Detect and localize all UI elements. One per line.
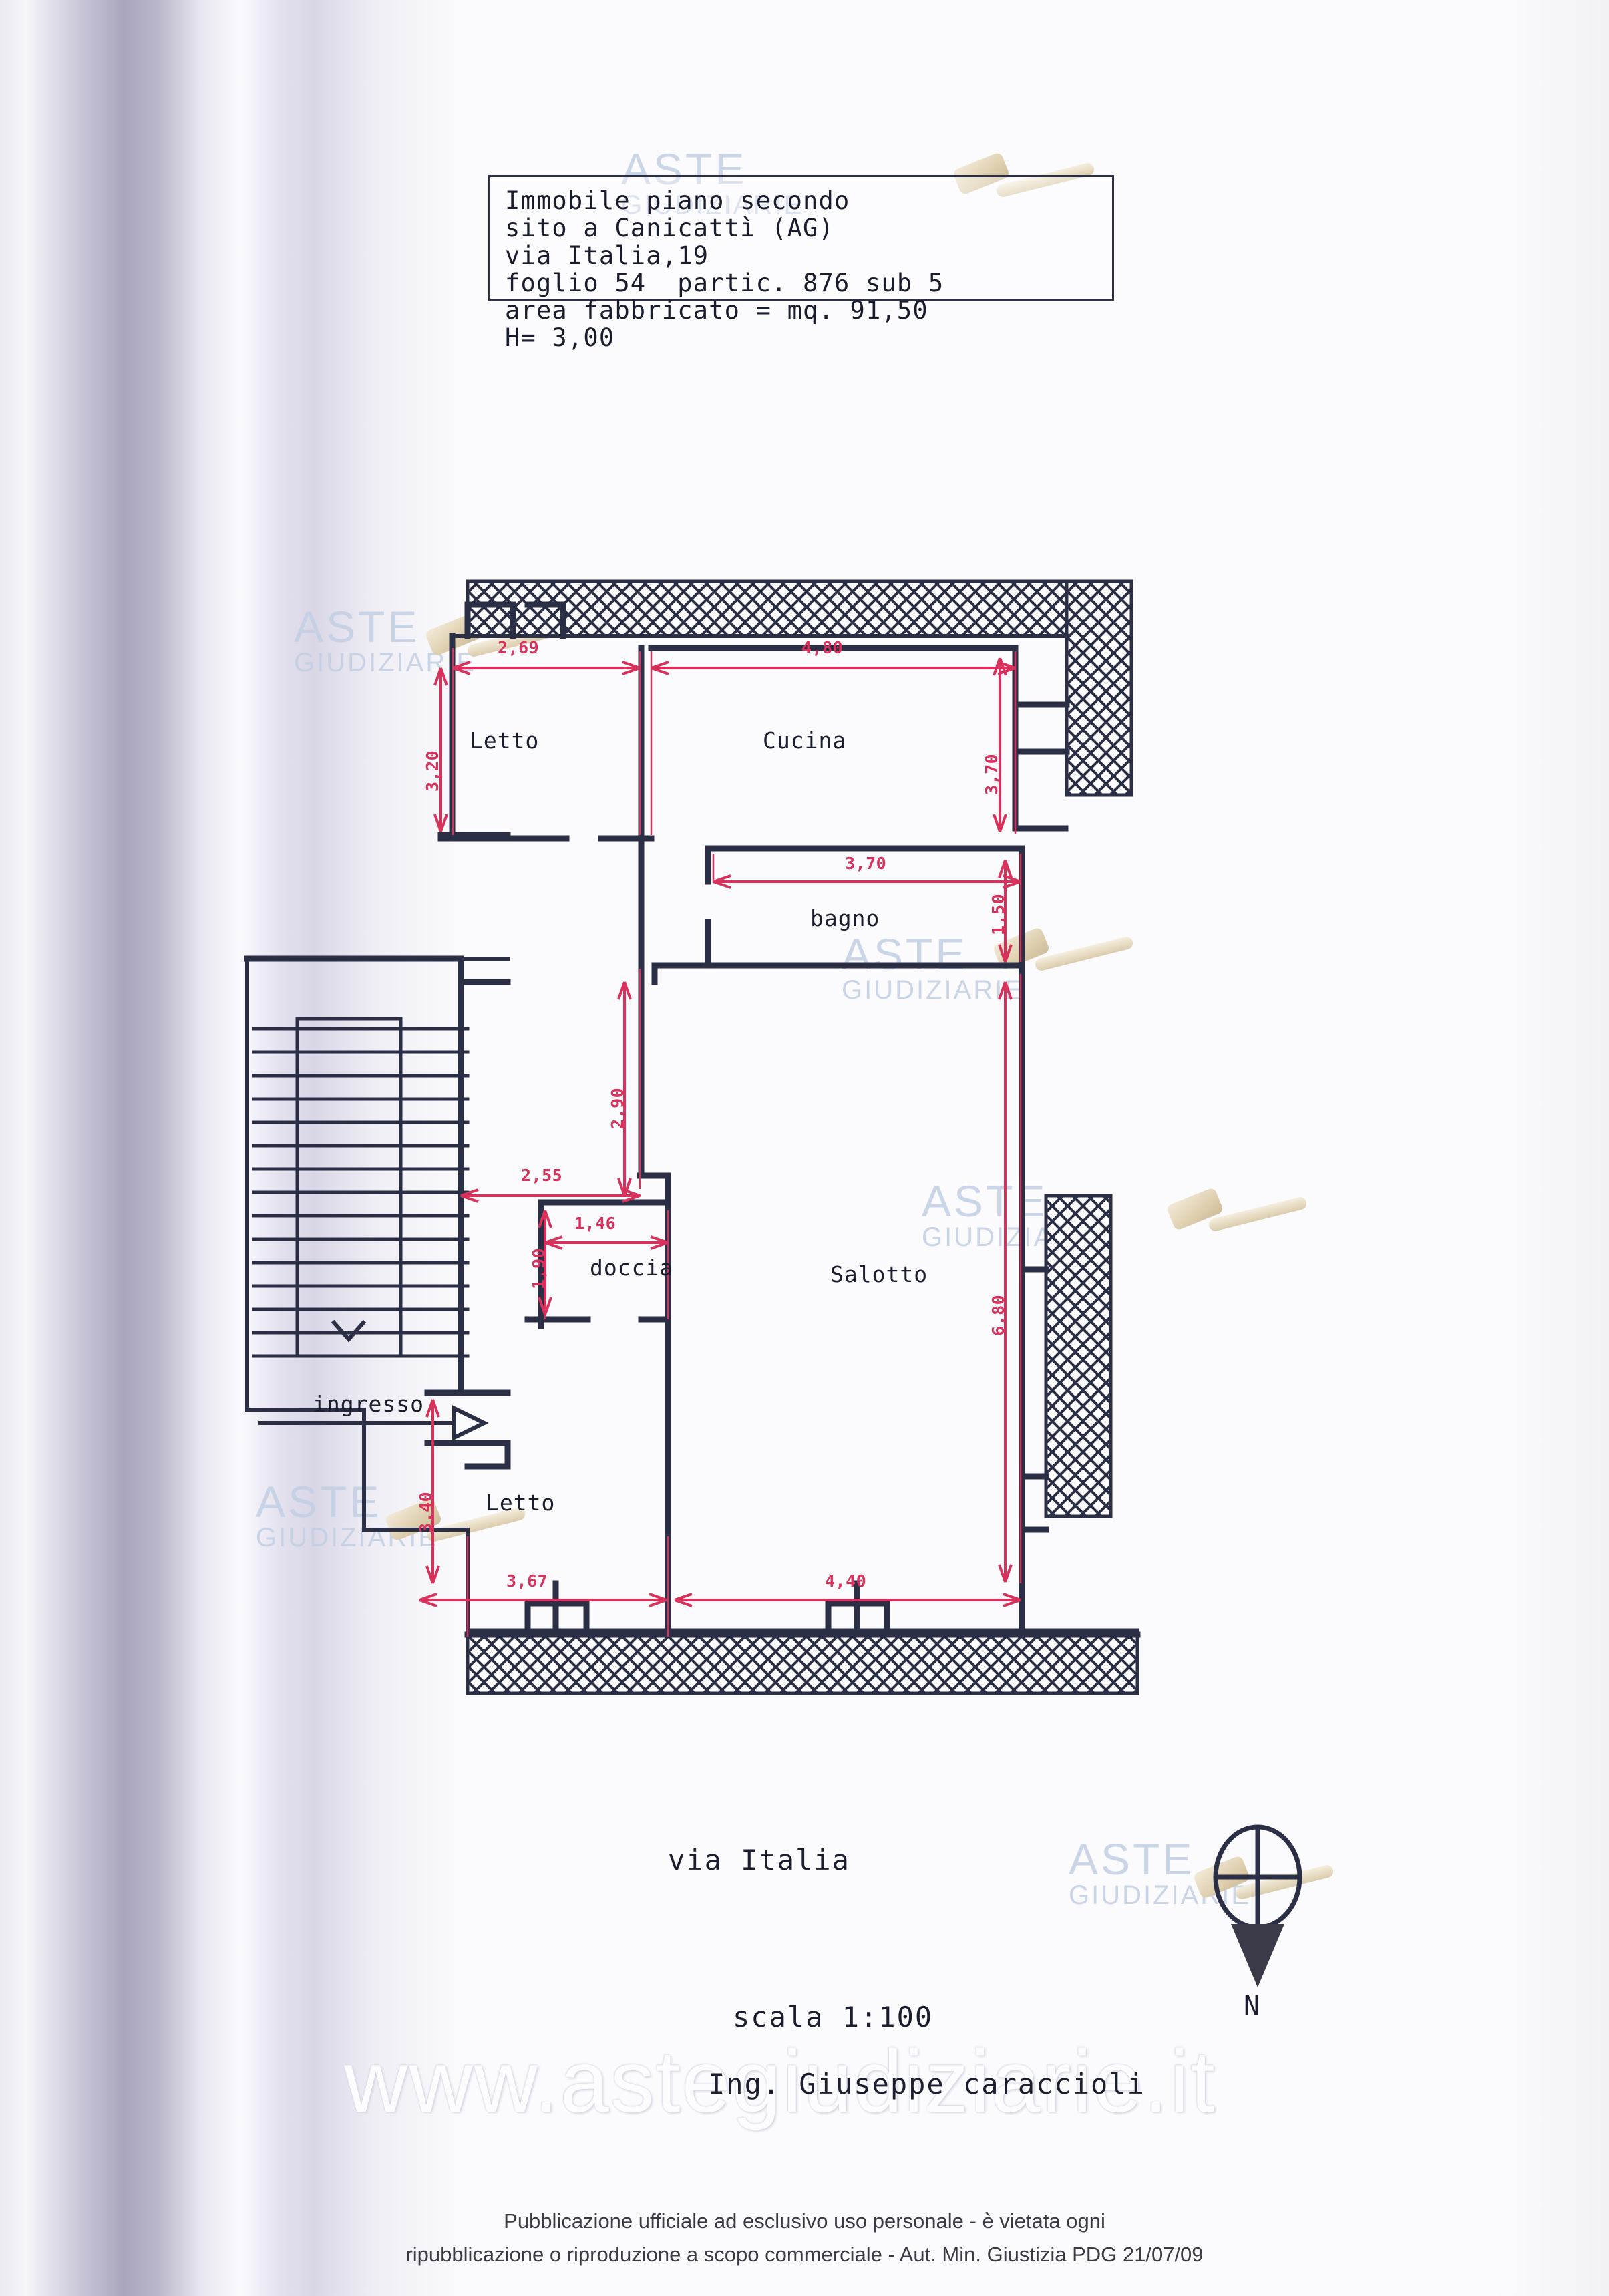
dimension-1-46: 1,46 <box>574 1214 616 1233</box>
watermark-brand-line1: ASTE <box>621 144 747 194</box>
dimension-3-40: 3,40 <box>416 1491 435 1533</box>
footer-line-1: Pubblicazione ufficiale ad esclusivo uso… <box>504 2209 1105 2233</box>
watermark-aste-giudiziarie: ASTE GIUDIZIARIE <box>1069 1834 1251 1911</box>
dimension-1-90: 1,90 <box>529 1247 548 1289</box>
scale-label: scala 1:100 <box>733 2001 934 2033</box>
dimension-3-70-horizontal: 3,70 <box>845 854 887 873</box>
footer-line-2: ripubblicazione o riproduzione a scopo c… <box>405 2243 1204 2266</box>
title-block-text: Immobile piano secondo sito a Canicattì … <box>505 186 944 352</box>
footer-legal-notice: Pubblicazione ufficiale ad esclusivo uso… <box>0 2204 1609 2271</box>
dimension-3-70-vertical: 3,70 <box>982 753 1001 795</box>
author-label: Ing. Giuseppe caraccioli <box>708 2068 1145 2100</box>
room-label-salotto: Salotto <box>830 1261 928 1287</box>
street-label: via Italia <box>668 1844 850 1876</box>
dimension-3-20: 3,20 <box>423 750 442 792</box>
dimension-2-90: 2,90 <box>608 1087 627 1129</box>
room-label-letto-top: Letto <box>470 727 540 754</box>
title-block-box <box>488 175 1114 301</box>
watermark-brand-line2: GIUDIZIARIE <box>621 190 804 220</box>
dimension-3-67: 3,67 <box>506 1571 548 1591</box>
dimension-6-80: 6,80 <box>989 1294 1008 1336</box>
room-label-letto-bottom: Letto <box>486 1490 556 1516</box>
room-label-doccia: doccia <box>590 1255 674 1281</box>
dimension-4-80: 4,80 <box>801 638 844 657</box>
watermark-aste-giudiziarie: ASTE GIUDIZIARIE <box>621 144 803 220</box>
watermark-brand-line1: ASTE <box>842 929 968 979</box>
watermark-aste-giudiziarie: ASTE GIUDIZIARIE <box>842 929 1024 1005</box>
dimension-2-55: 2,55 <box>521 1166 563 1185</box>
dimension-4-40: 4,40 <box>825 1571 867 1591</box>
watermark-brand-line1: ASTE <box>1069 1834 1195 1884</box>
compass-north-label: N <box>1244 1991 1260 2021</box>
room-label-bagno: bagno <box>810 905 880 931</box>
watermark-site-url: www.astegiudiziarie.it <box>344 2032 1216 2130</box>
room-label-cucina: Cucina <box>763 727 847 754</box>
dimension-2-69: 2,69 <box>498 638 540 657</box>
watermark-brand-line2: GIUDIZIARIE <box>842 975 1025 1005</box>
compass-rose <box>1213 1824 1302 1987</box>
entrance-label: ingresso <box>313 1391 424 1417</box>
dimension-1-50: 1,50 <box>989 893 1008 935</box>
